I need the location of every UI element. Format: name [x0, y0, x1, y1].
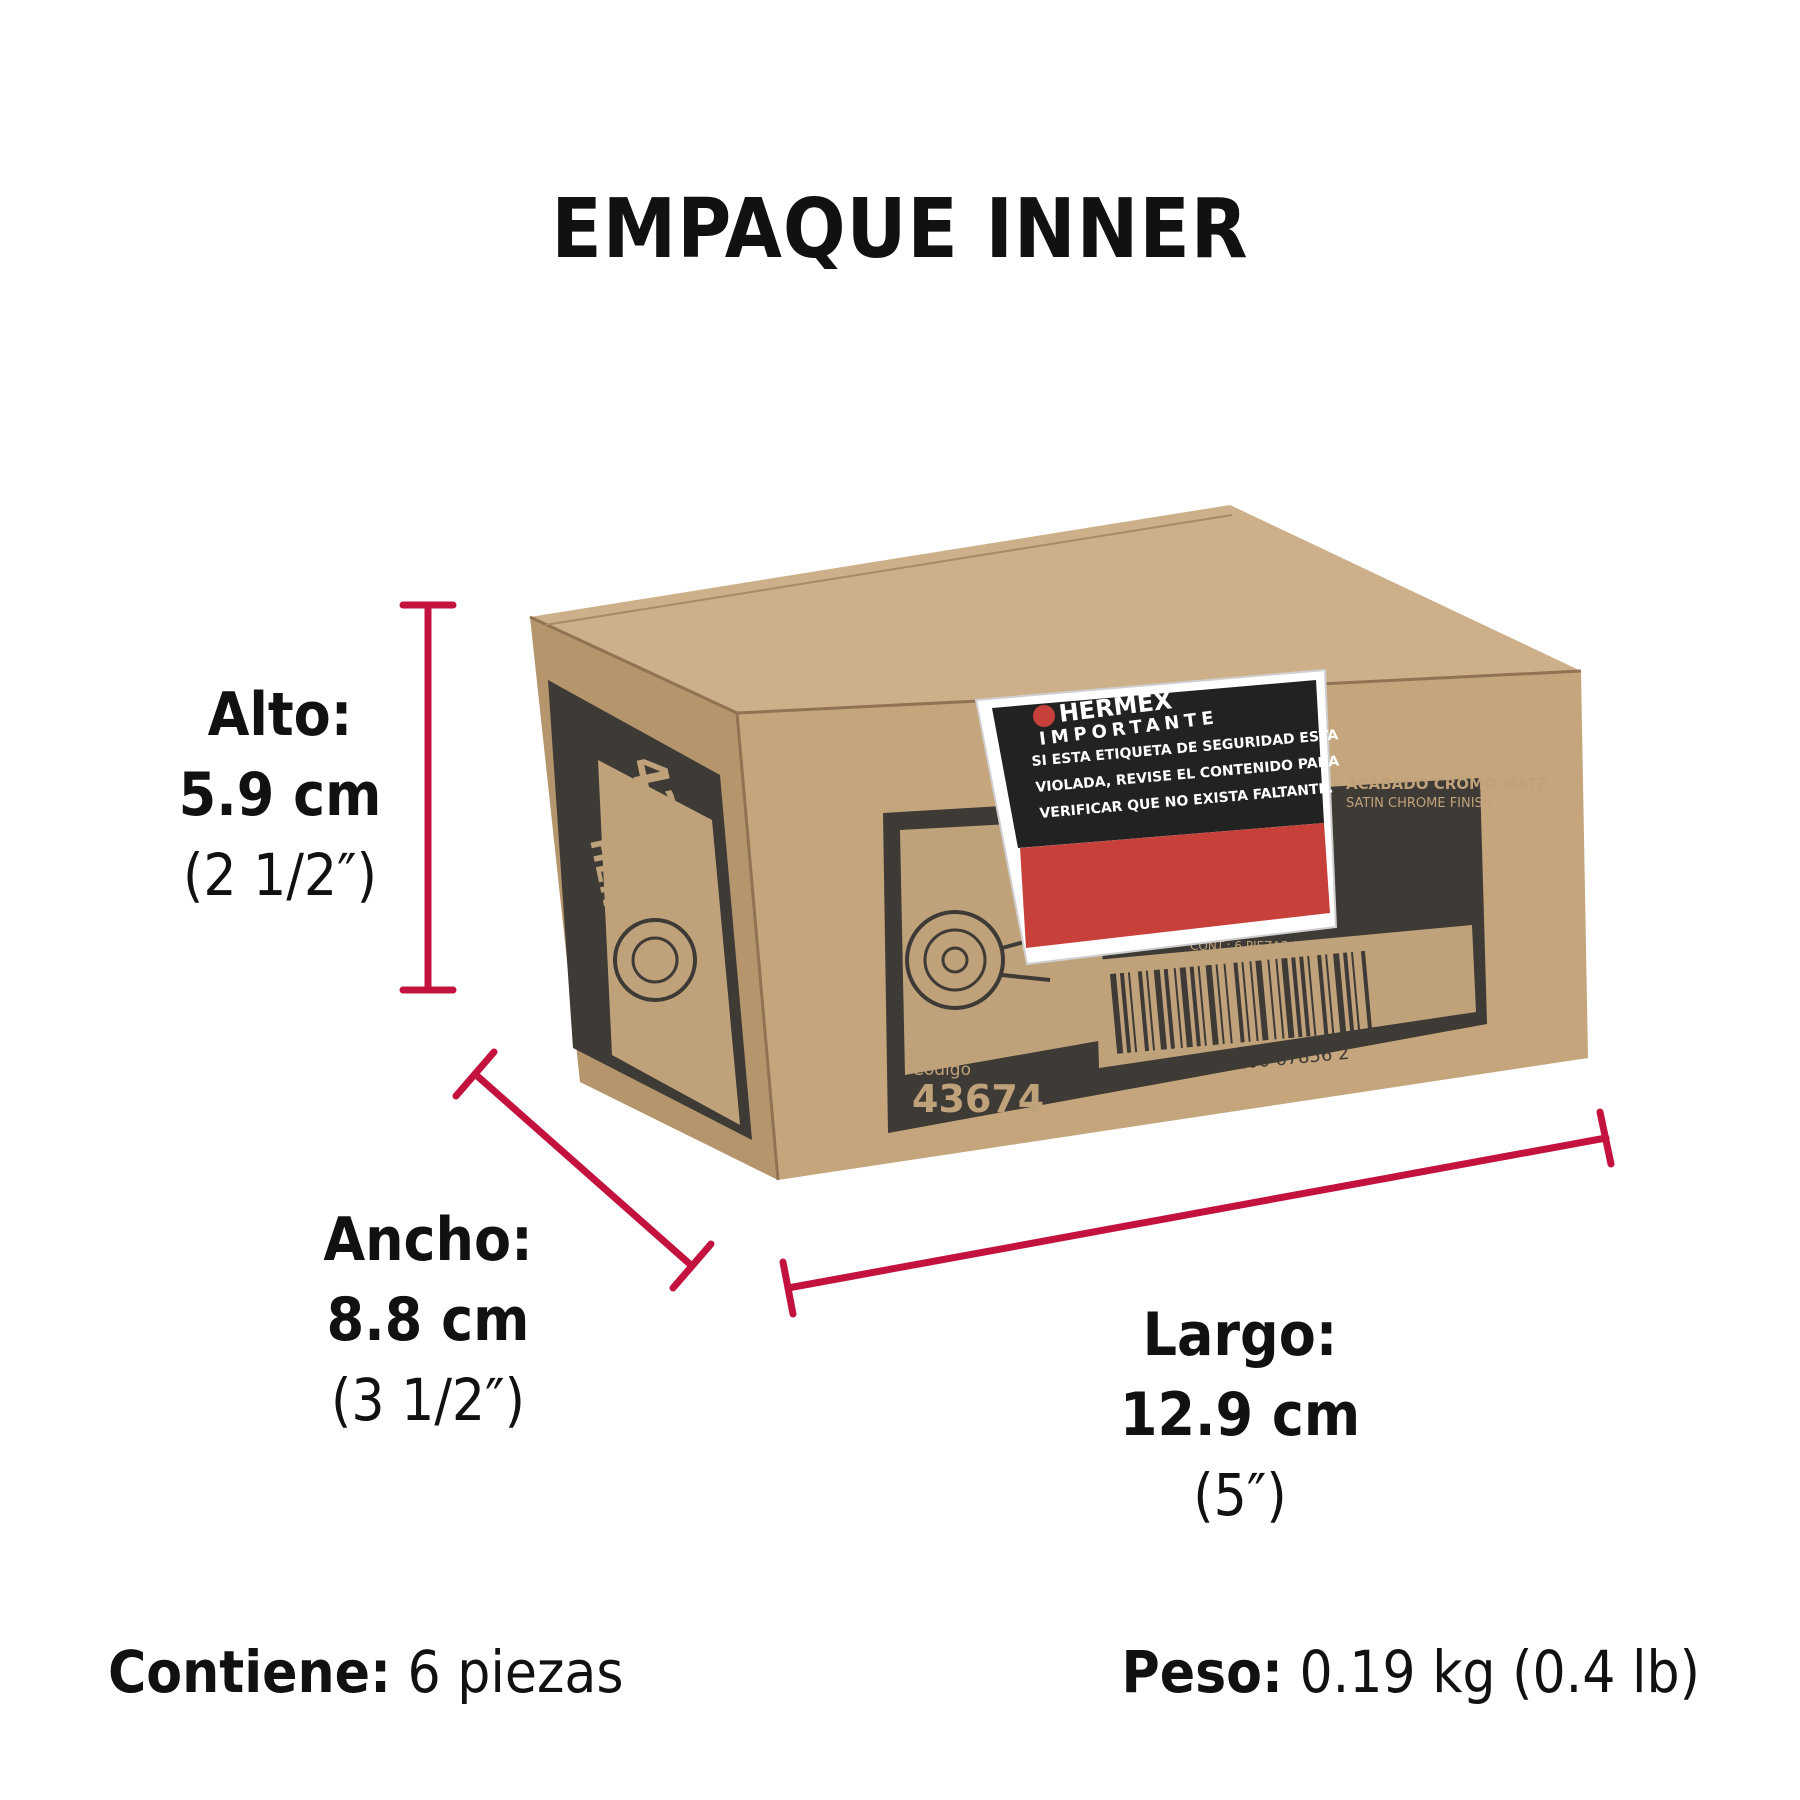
page-title: EMPAQUE INNER	[551, 182, 1249, 277]
weight-label: Peso:	[1121, 1638, 1283, 1706]
contents-label: Contiene:	[108, 1638, 391, 1706]
height-dimension: Alto: 5.9 cm (2 1/2″)	[155, 675, 405, 915]
front-code: 43674	[912, 1077, 1044, 1121]
width-imperial: (3 1/2″)	[331, 1366, 525, 1434]
contents-value: 6 piezas	[407, 1638, 624, 1706]
finish-spanish: ACABADO CROMO MATE	[1346, 775, 1548, 793]
width-dimension: Ancho: 8.8 cm (3 1/2″)	[298, 1200, 558, 1440]
weight-value: 0.19 kg (0.4 lb)	[1299, 1638, 1700, 1706]
contents-info: Contiene: 6 piezas	[108, 1638, 624, 1706]
width-label: Ancho:	[323, 1205, 533, 1275]
box-side-print: 43674 HERMEX	[548, 680, 752, 1140]
length-dimension-line	[779, 1108, 1615, 1318]
height-label: Alto:	[207, 680, 353, 750]
weight-info: Peso: 0.19 kg (0.4 lb)	[1121, 1638, 1700, 1706]
height-metric: 5.9 cm	[178, 760, 382, 830]
length-label: Largo:	[1142, 1300, 1338, 1370]
width-dimension-line	[452, 1048, 715, 1292]
box-top-face	[530, 505, 1581, 713]
security-seal: HERMEX IMPORTANTE SI ESTA ETIQUETA DE SE…	[974, 668, 1340, 966]
finish-english: SATIN CHROME FINISH	[1346, 796, 1493, 811]
height-imperial: (2 1/2″)	[183, 841, 377, 909]
length-dimension: Largo: 12.9 cm (5″)	[1110, 1295, 1370, 1535]
contents-note: CONT.: 6 PIEZAS / PIECES	[1190, 939, 1342, 953]
length-metric: 12.9 cm	[1119, 1380, 1361, 1450]
height-dimension-line	[399, 601, 457, 994]
width-metric: 8.8 cm	[326, 1285, 530, 1355]
length-imperial: (5″)	[1193, 1461, 1287, 1529]
code-label: Código	[912, 1060, 971, 1080]
